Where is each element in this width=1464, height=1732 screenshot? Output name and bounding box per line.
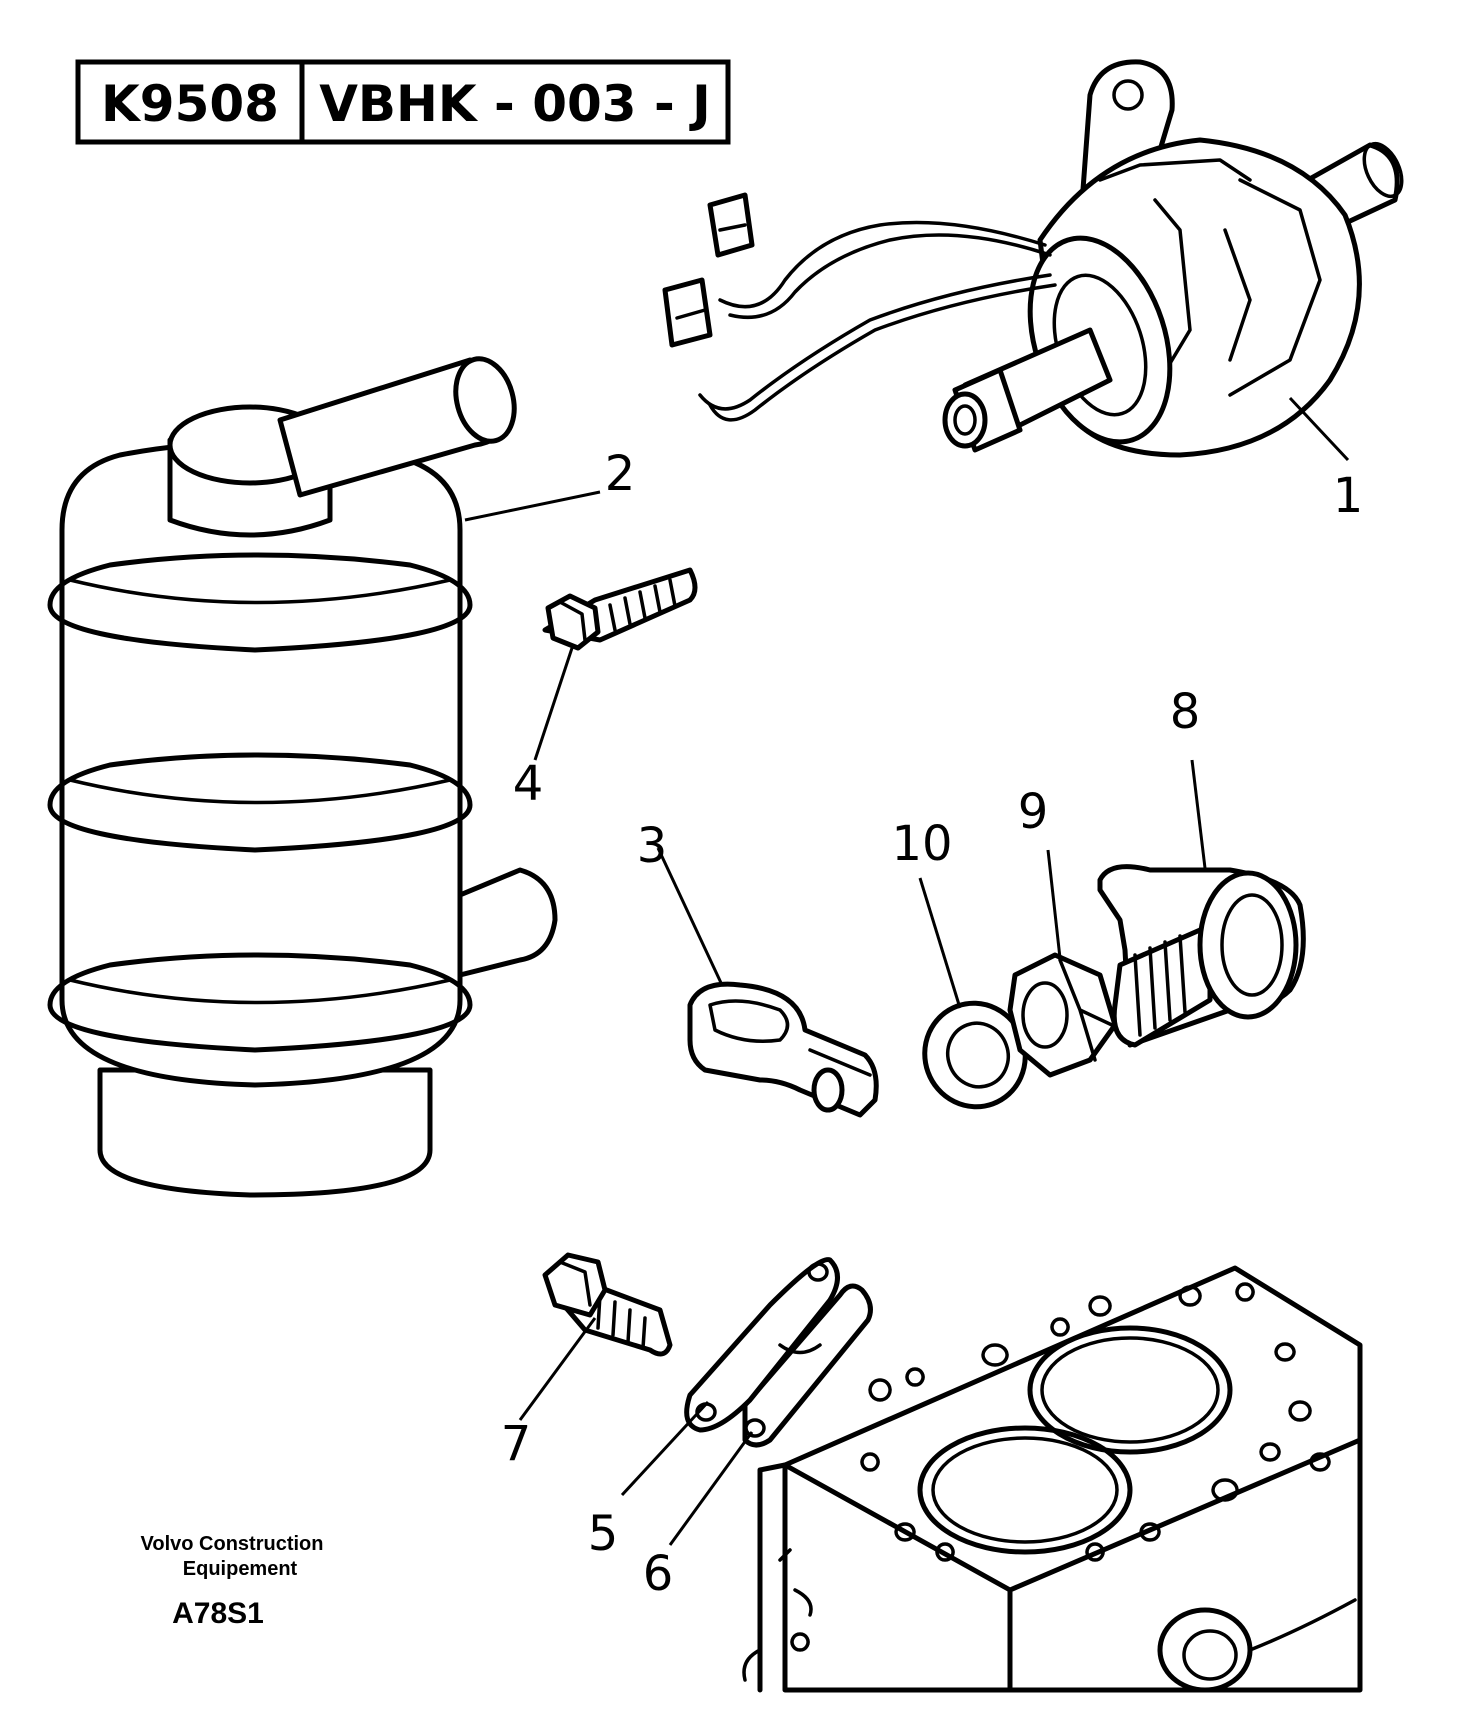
- callout-4: 4: [513, 756, 544, 812]
- part-7-bolt: [542, 1252, 673, 1357]
- part-1-solenoid: [662, 59, 1404, 458]
- footer-company-line1: Volvo Construction: [141, 1533, 324, 1555]
- callout-10: 10: [891, 816, 952, 872]
- footer-company-line2: Equipement: [183, 1558, 298, 1580]
- part-9-nut: [1007, 952, 1118, 1078]
- callout-8: 8: [1170, 684, 1201, 740]
- callout-1: 1: [1333, 468, 1364, 524]
- engine-block: [742, 1265, 1363, 1693]
- callout-3: 3: [637, 818, 668, 874]
- part-4-bolt: [542, 567, 698, 651]
- header-code: K9508: [101, 75, 279, 133]
- callout-labels: 1 2 3 4 5 6 7 8 9 10: [501, 446, 1364, 1602]
- header-ref: VBHK - 003 - J: [319, 75, 711, 133]
- callout-6: 6: [643, 1546, 674, 1602]
- callout-2: 2: [605, 446, 636, 502]
- leader-lines: [464, 396, 1350, 1546]
- part-2-filter: [47, 356, 558, 1198]
- header-box: K9508 VBHK - 003 - J: [75, 59, 731, 145]
- part-3-clamp: [687, 981, 879, 1118]
- callout-5: 5: [588, 1506, 619, 1562]
- callout-9: 9: [1018, 784, 1049, 840]
- callout-7: 7: [501, 1416, 532, 1472]
- part-5-6-cover-gasket: [684, 1257, 873, 1448]
- footer: Volvo Construction Equipement A78S1: [141, 1533, 324, 1630]
- footer-drawing-id: A78S1: [172, 1597, 264, 1630]
- part-8-bolt: [1097, 864, 1306, 1048]
